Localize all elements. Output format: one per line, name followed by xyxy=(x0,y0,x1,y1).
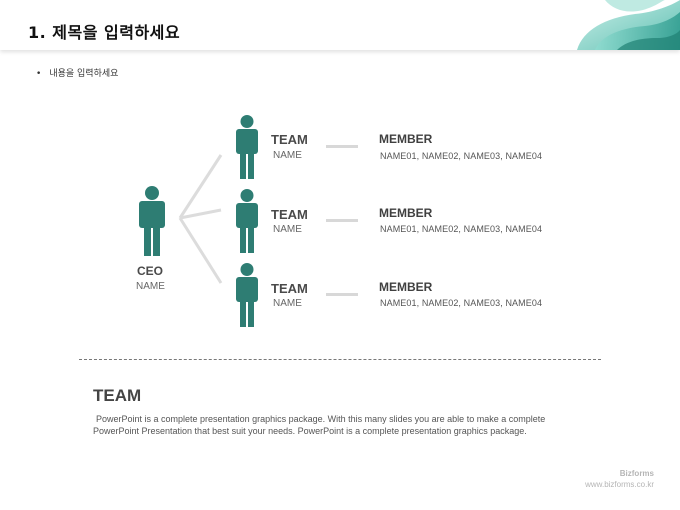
team-2-subtitle: NAME xyxy=(273,224,302,235)
summary-line-2: PowerPoint Presentation that best suit y… xyxy=(93,426,527,436)
team-1-member-title: MEMBER xyxy=(379,132,433,146)
header-decoration xyxy=(565,0,680,50)
ceo-subtitle: NAME xyxy=(136,281,165,292)
team-1-person-icon xyxy=(236,115,258,179)
team-3-person-icon xyxy=(236,263,258,327)
team-1-connector xyxy=(326,145,358,148)
team-1-subtitle: NAME xyxy=(273,150,302,161)
team-2-title: TEAM xyxy=(271,207,308,222)
team-2-connector xyxy=(326,219,358,222)
bullet-text: • 내용을 입력하세요 xyxy=(36,66,118,79)
ceo-title: CEO xyxy=(137,264,164,278)
bullet-dot: • xyxy=(36,69,42,79)
summary-line-1: PowerPoint is a complete presentation gr… xyxy=(96,414,546,424)
team-2-person-icon xyxy=(236,189,258,253)
team-2-member-title: MEMBER xyxy=(379,206,433,220)
slide-title: 1. 제목을 입력하세요 xyxy=(28,23,181,42)
team-1-member-names: NAME01, NAME02, NAME03, NAME04 xyxy=(380,151,543,161)
team-1-title: TEAM xyxy=(271,132,308,147)
footer-brand-name: Bizforms xyxy=(619,469,654,478)
team-2-member-names: NAME01, NAME02, NAME03, NAME04 xyxy=(380,224,543,234)
section-divider xyxy=(79,359,601,360)
team-3-member-title: MEMBER xyxy=(379,280,433,294)
team-3-member-names: NAME01, NAME02, NAME03, NAME04 xyxy=(380,298,543,308)
footer-brand: Bizforms www.bizforms.co.kr xyxy=(585,468,654,490)
ceo-person-icon xyxy=(139,186,165,256)
team-3-subtitle: NAME xyxy=(273,298,302,309)
bullet-label: 내용을 입력하세요 xyxy=(49,69,119,79)
footer-url: www.bizforms.co.kr xyxy=(585,480,654,489)
summary-description: PowerPoint is a complete presentation gr… xyxy=(93,413,593,437)
slide-header: 1. 제목을 입력하세요 xyxy=(0,0,680,50)
team-3-title: TEAM xyxy=(271,281,308,296)
summary-title: TEAM xyxy=(93,386,142,405)
team-3-connector xyxy=(326,293,358,296)
